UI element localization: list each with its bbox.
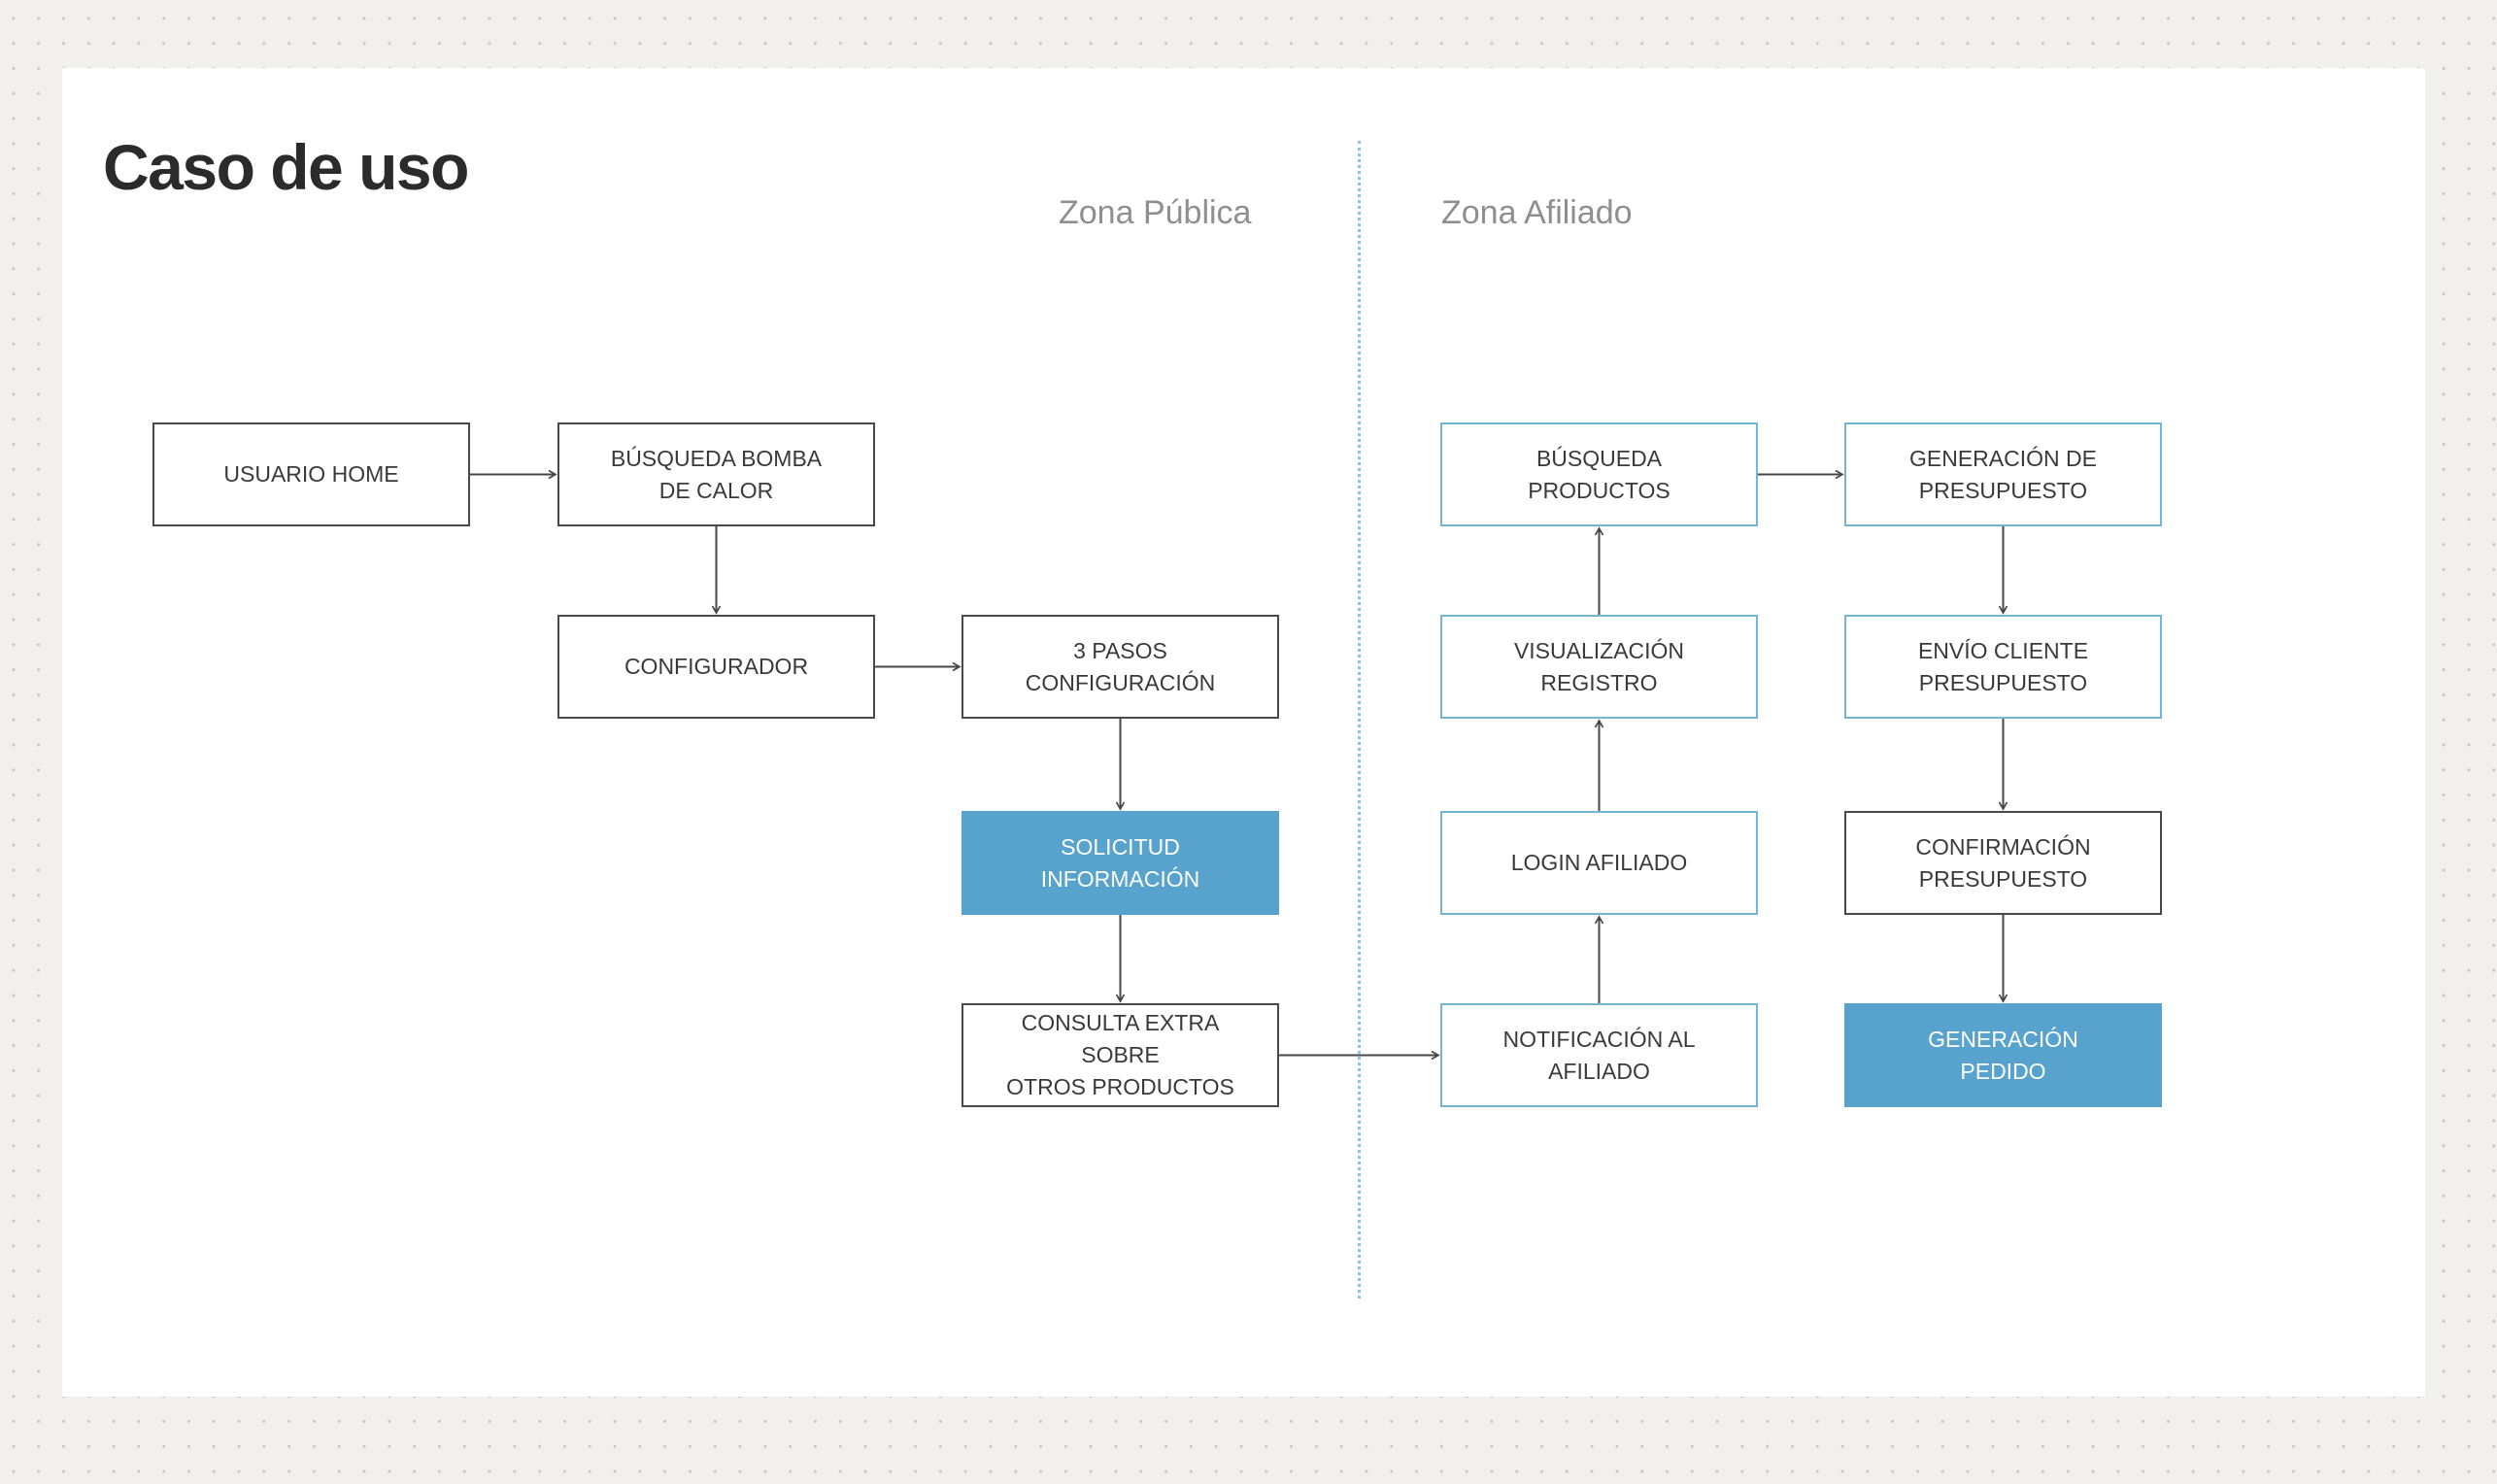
node-solicitud-informacion[interactable]: SOLICITUD INFORMACIÓN (962, 811, 1279, 915)
page-title: Caso de uso (103, 131, 469, 203)
node-envio-cliente-presupuesto[interactable]: ENVÍO CLIENTE PRESUPUESTO (1844, 615, 2162, 719)
node-label: VISUALIZACIÓN REGISTRO (1513, 637, 1685, 695)
zone-divider-line (1358, 141, 1361, 1298)
node-consulta-extra-productos[interactable]: CONSULTA EXTRA SOBRE OTROS PRODUCTOS (962, 1003, 1279, 1107)
zone-label-publica: Zona Pública (1059, 194, 1252, 231)
node-busqueda-bomba-calor[interactable]: BÚSQUEDA BOMBA DE CALOR (557, 422, 875, 526)
zone-label-afiliado: Zona Afiliado (1441, 194, 1633, 231)
node-label: ENVÍO CLIENTE PRESUPUESTO (1917, 637, 2089, 695)
node-label: CONFIRMACIÓN PRESUPUESTO (1915, 833, 2091, 892)
node-label: SOLICITUD INFORMACIÓN (1040, 833, 1200, 892)
node-generacion-pedido[interactable]: GENERACIÓN PEDIDO (1844, 1003, 2162, 1107)
node-label: NOTIFICACIÓN AL AFILIADO (1502, 1026, 1696, 1084)
node-label: GENERACIÓN DE PRESUPUESTO (1909, 445, 2097, 503)
node-label: BÚSQUEDA BOMBA DE CALOR (610, 445, 823, 503)
node-label: GENERACIÓN PEDIDO (1928, 1026, 2078, 1084)
node-tres-pasos-configuracion[interactable]: 3 PASOS CONFIGURACIÓN (962, 615, 1279, 719)
node-usuario-home[interactable]: USUARIO HOME (152, 422, 470, 526)
diagram-canvas (62, 68, 2425, 1397)
node-label: BÚSQUEDA PRODUCTOS (1528, 445, 1670, 503)
node-visualizacion-registro[interactable]: VISUALIZACIÓN REGISTRO (1440, 615, 1758, 719)
node-label: CONFIGURADOR (624, 654, 809, 679)
node-label: USUARIO HOME (223, 461, 399, 487)
node-busqueda-productos[interactable]: BÚSQUEDA PRODUCTOS (1440, 422, 1758, 526)
node-configurador[interactable]: CONFIGURADOR (557, 615, 875, 719)
node-label: 3 PASOS CONFIGURACIÓN (1025, 637, 1216, 695)
node-login-afiliado[interactable]: LOGIN AFILIADO (1440, 811, 1758, 915)
node-generacion-presupuesto[interactable]: GENERACIÓN DE PRESUPUESTO (1844, 422, 2162, 526)
node-label: LOGIN AFILIADO (1510, 850, 1688, 875)
node-notificacion-afiliado[interactable]: NOTIFICACIÓN AL AFILIADO (1440, 1003, 1758, 1107)
node-label: CONSULTA EXTRA SOBRE OTROS PRODUCTOS (1006, 1010, 1234, 1099)
node-confirmacion-presupuesto[interactable]: CONFIRMACIÓN PRESUPUESTO (1844, 811, 2162, 915)
